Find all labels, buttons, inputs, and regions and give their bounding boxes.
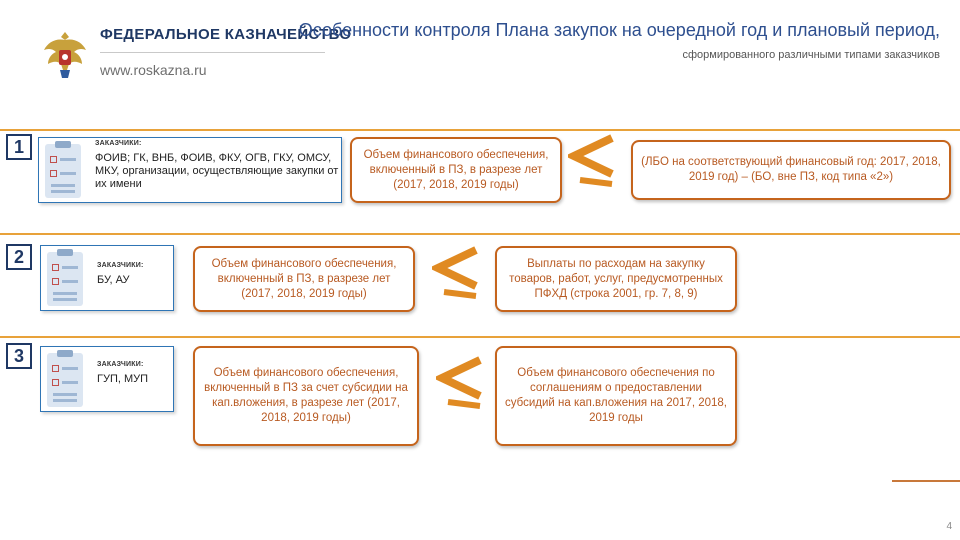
less-than-icon — [436, 356, 482, 409]
row-separator — [0, 336, 960, 338]
customer-card: ЗАКАЗЧИКИ: ГУП, МУП — [40, 346, 174, 412]
slide-title: Особенности контроля Плана закупок на оч… — [298, 20, 940, 40]
row-number: 1 — [6, 134, 32, 160]
customer-label: ЗАКАЗЧИКИ: — [97, 262, 144, 269]
right-amount-box: (ЛБО на соответствующий финансовый год: … — [631, 140, 951, 200]
slide-subtitle: сформированного различными типами заказч… — [682, 49, 940, 61]
customer-label: ЗАКАЗЧИКИ: — [95, 140, 142, 147]
clipboard-icon — [45, 141, 81, 198]
clipboard-icon — [47, 249, 83, 306]
row-number: 2 — [6, 244, 32, 270]
footer-accent-line — [892, 480, 960, 482]
left-amount-box: Объем финансового обеспечения, включенны… — [350, 137, 562, 203]
clipboard-icon — [47, 350, 83, 407]
left-amount-box: Объем финансового обеспечения, включенны… — [193, 246, 415, 312]
customer-card: ЗАКАЗЧИКИ: ФОИВ; ГК, ВНБ, ФОИВ, ФКУ, ОГВ… — [38, 137, 342, 203]
customer-types: ФОИВ; ГК, ВНБ, ФОИВ, ФКУ, ОГВ, ГКУ, ОМСУ… — [95, 152, 339, 190]
less-than-icon — [432, 246, 478, 299]
emblem-icon — [40, 28, 90, 82]
left-amount-box: Объем финансового обеспечения, включенны… — [193, 346, 419, 446]
less-than-icon — [568, 134, 614, 187]
row-separator — [0, 233, 960, 235]
page-number: 4 — [946, 521, 952, 532]
org-name: ФЕДЕРАЛЬНОЕ КАЗНАЧЕЙСТВО — [100, 26, 352, 43]
header-divider — [100, 52, 325, 53]
customer-card: ЗАКАЗЧИКИ: БУ, АУ — [40, 245, 174, 311]
org-website[interactable]: www.roskazna.ru — [100, 62, 207, 78]
row-number: 3 — [6, 343, 32, 369]
customer-types: ГУП, МУП — [97, 373, 149, 385]
right-amount-box: Выплаты по расходам на закупку товаров, … — [495, 246, 737, 312]
right-amount-box: Объем финансового обеспечения по соглаше… — [495, 346, 737, 446]
row-separator — [0, 129, 960, 131]
customer-types: БУ, АУ — [97, 274, 130, 286]
customer-label: ЗАКАЗЧИКИ: — [97, 361, 144, 368]
